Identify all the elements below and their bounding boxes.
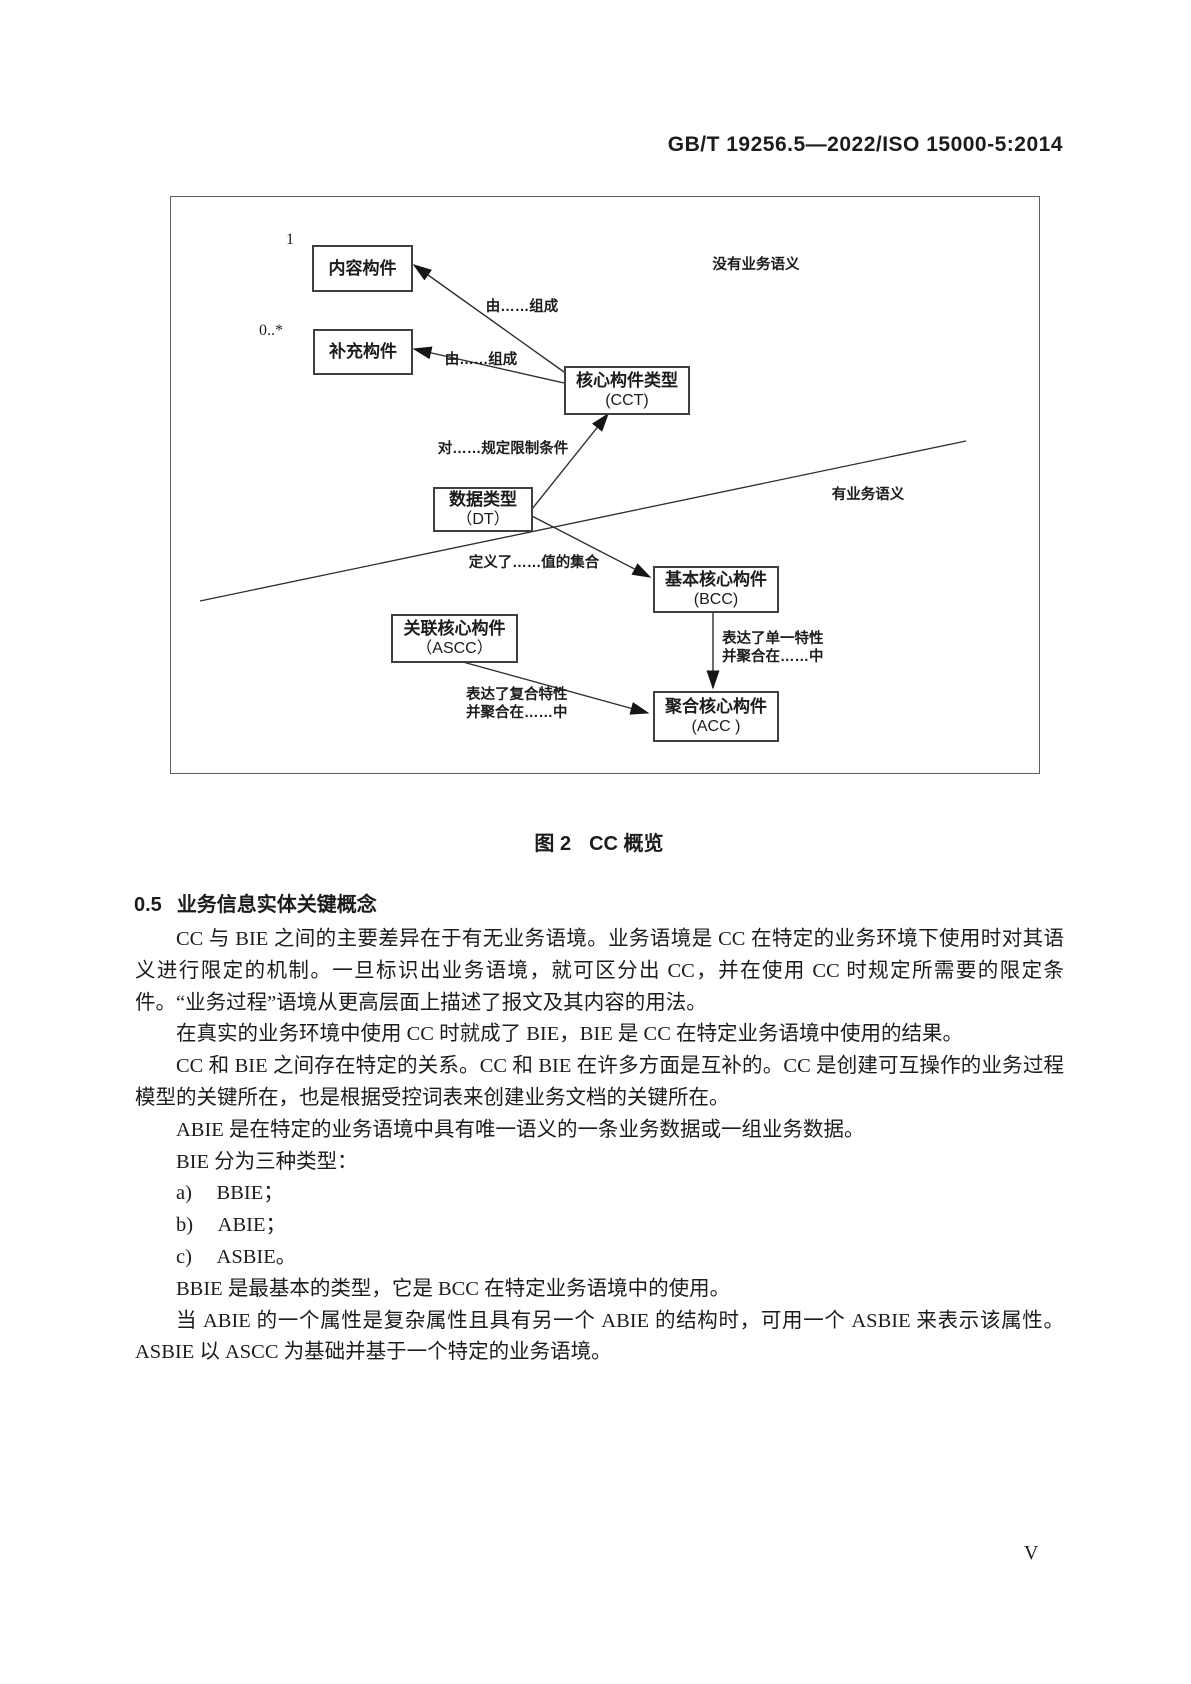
list-item-a: a) BBIE； [135, 1178, 1064, 1210]
edge-label-composed-of-lower: 由……组成 [444, 352, 518, 368]
box-core-component-type: 核心构件类型 (CCT) [564, 366, 690, 415]
list-marker: b) [176, 1214, 194, 1237]
paragraph: CC 与 BIE 之间的主要差异在于有无业务语境。业务语境是 CC 在特定的业务… [135, 928, 1064, 1014]
box-supplementary-component-title: 补充构件 [329, 342, 397, 361]
box-aggregate-core-component: 聚合核心构件 (ACC ) [653, 691, 779, 742]
edge-label-compound-property-line1: 表达了复合特性 [466, 687, 568, 703]
paragraph: 当 ABIE 的一个属性是复杂属性且具有另一个 ABIE 的结构时，可用一个 A… [135, 1309, 1064, 1364]
multiplicity-zero-many-label: 0..* [259, 322, 283, 339]
edge-label-single-property: 表达了单一特性 并聚合在……中 [722, 630, 842, 666]
box-content-component-title: 内容构件 [328, 258, 397, 278]
page-number: V [1024, 1542, 1039, 1564]
box-ascc-abbr: （ASCC） [416, 639, 493, 657]
body-text: CC 与 BIE 之间的主要差异在于有无业务语境。业务语境是 CC 在特定的业务… [135, 924, 1064, 1369]
box-basic-core-component: 基本核心构件 (BCC) [653, 566, 779, 613]
edge-label-compound-property-line2: 并聚合在……中 [466, 705, 568, 721]
edge-dt-to-cct [527, 412, 609, 515]
edge-label-constraints: 对……规定限制条件 [437, 441, 569, 457]
section-title: 业务信息实体关键概念 [176, 894, 377, 916]
region-label-with-business-semantics: 有业务语义 [831, 487, 905, 503]
edge-ascc-to-acc [451, 658, 650, 715]
section-heading: 0.5 业务信息实体关键概念 [134, 888, 377, 917]
list-marker: c) [176, 1245, 192, 1268]
edge-label-composed-of-upper: 由……组成 [485, 299, 559, 315]
section-number: 0.5 [134, 894, 162, 916]
figure-caption-title: CC 概览 [589, 833, 664, 855]
figure-caption-number: 图 2 [534, 833, 572, 855]
figure-caption: 图 2 CC 概览 [135, 827, 1063, 856]
box-cct-abbr: (CCT) [605, 391, 649, 409]
edge-label-single-property-line1: 表达了单一特性 [722, 631, 824, 647]
box-acc-abbr: (ACC ) [691, 717, 741, 735]
box-data-type: 数据类型 （DT） [433, 487, 533, 532]
box-acc-title: 聚合核心构件 [665, 696, 767, 716]
paragraph: BBIE 是最基本的类型，它是 BCC 在特定业务语境中的使用。 [176, 1277, 731, 1300]
edge-label-defines-value-set: 定义了……值的集合 [468, 555, 600, 571]
region-label-no-business-semantics: 没有业务语义 [712, 257, 800, 273]
box-bcc-abbr: (BCC) [693, 590, 739, 608]
box-supplementary-component: 补充构件 [313, 329, 413, 375]
box-bcc-title: 基本核心构件 [665, 569, 767, 589]
standard-number-header: GB/T 19256.5—2022/ISO 15000-5:2014 [667, 133, 1063, 156]
box-dt-title: 数据类型 [449, 489, 517, 509]
box-cct-title: 核心构件类型 [576, 370, 678, 390]
edge-label-compound-property: 表达了复合特性 并聚合在……中 [466, 686, 586, 722]
list-marker: a) [176, 1182, 192, 1205]
edge-cct-to-supplementary [412, 346, 565, 384]
list-item-text: ABIE； [217, 1214, 286, 1237]
edge-cct-to-content [412, 264, 565, 373]
box-association-core-component: 关联核心构件 （ASCC） [391, 614, 518, 663]
multiplicity-one-label: 1 [286, 231, 294, 248]
paragraph: 在真实的业务环境中使用 CC 时就成了 BIE，BIE 是 CC 在特定业务语境… [176, 1023, 963, 1046]
paragraph: ABIE 是在特定的业务语境中具有唯一语义的一条业务数据或一组业务数据。 [176, 1118, 865, 1141]
edge-dt-to-bcc [527, 513, 652, 578]
list-item-b: b) ABIE； [135, 1210, 1064, 1242]
list-item-text: BBIE； [216, 1182, 284, 1205]
list-item-text: ASBIE。 [216, 1245, 297, 1268]
semantics-divider-line [199, 440, 967, 602]
edge-label-single-property-line2: 并聚合在……中 [722, 649, 824, 665]
list-item-c: c) ASBIE。 [135, 1242, 1064, 1274]
diagram-connectors [199, 264, 967, 715]
figure-cc-overview: 1 0..* 内容构件 补充构件 核心构件类型 (CCT) 数据类型 （DT） … [170, 196, 1040, 774]
paragraph: CC 和 BIE 之间存在特定的关系。CC 和 BIE 在许多方面是互补的。CC… [135, 1055, 1064, 1109]
box-content-component: 内容构件 [312, 245, 413, 292]
box-ascc-title: 关联核心构件 [403, 618, 506, 638]
paragraph: BIE 分为三种类型： [176, 1150, 358, 1173]
box-dt-abbr: （DT） [456, 510, 510, 528]
